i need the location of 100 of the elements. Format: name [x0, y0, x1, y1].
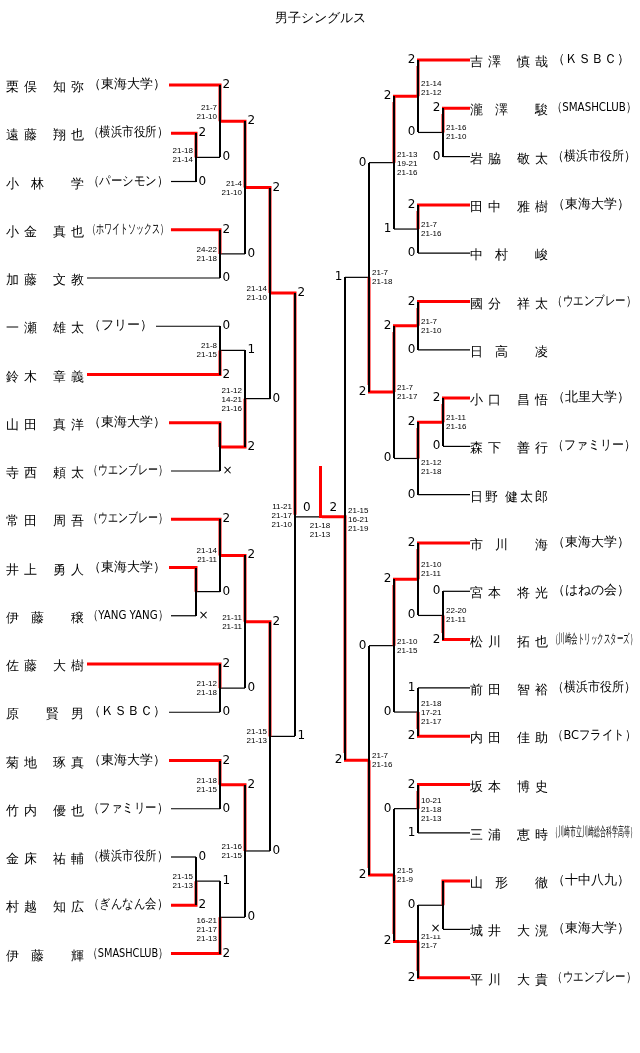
- game-count: 0: [197, 174, 208, 188]
- bracket-line: [416, 420, 443, 459]
- bracket-line: [245, 186, 272, 294]
- bracket-line: [244, 850, 271, 852]
- affiliation: （東海大学）: [88, 76, 166, 92]
- player-name: 岩脇 敬太: [470, 150, 548, 167]
- affiliation: （東海大学）: [552, 195, 630, 212]
- bracket-line: [343, 518, 369, 762]
- game-count: 2: [406, 197, 417, 211]
- match-score: 21-18 21-15: [195, 775, 217, 794]
- bracket-line: [367, 760, 394, 877]
- game-count: 1: [406, 825, 417, 839]
- affiliation: （ウエンブレー）: [88, 510, 168, 527]
- game-count: 0: [271, 843, 282, 857]
- bracket-line: [417, 494, 471, 496]
- game-count: 0: [431, 149, 442, 163]
- match-score: 21-12 21-18: [195, 679, 217, 698]
- game-count: 2: [406, 53, 417, 66]
- bracket-line: [416, 712, 470, 738]
- match-score: 21-18 21-13: [309, 520, 331, 539]
- match-score: 21-8 21-15: [195, 341, 217, 360]
- game-count: 2: [431, 632, 442, 646]
- affiliation: （横浜市役所）: [88, 848, 168, 864]
- champion-line: [319, 466, 322, 519]
- player-name: 鈴木 章義: [6, 368, 84, 385]
- affiliation: （横浜市役所）: [552, 678, 636, 695]
- bracket-line: [417, 832, 471, 834]
- affiliation: （YANG YANG）: [88, 606, 168, 623]
- affiliation: （十中八九）: [552, 872, 630, 889]
- bracket-line: [344, 276, 370, 278]
- game-count: 2: [406, 415, 417, 429]
- match-score: 21-14 21-10: [245, 284, 267, 303]
- bracket-line: [170, 856, 197, 858]
- player-name: 小口 昌悟: [470, 392, 548, 409]
- match-score: 21-10 21-15: [397, 636, 419, 655]
- game-count: 0: [221, 584, 232, 598]
- player-name: 三浦 恵時: [470, 826, 548, 843]
- affiliation: （ファミリー）: [88, 799, 168, 816]
- affiliation: （東海大学）: [88, 413, 166, 430]
- player-name: 國分 祥太: [470, 295, 548, 312]
- match-score: 21-18 21-14: [171, 146, 193, 165]
- affiliation: （ＫＳＢＣ）: [552, 51, 630, 67]
- player-name: 市川 海: [470, 537, 548, 553]
- player-name: 瀧澤 駿: [470, 102, 548, 119]
- bracket-line: [169, 421, 222, 447]
- bracket-line: [195, 591, 221, 593]
- bracket-line: [416, 541, 470, 580]
- player-name: 原 賢男: [6, 706, 84, 723]
- bracket-line: [87, 350, 222, 376]
- affiliation: （BCフライト）: [552, 727, 636, 744]
- player-name: 遠藤 翔也: [6, 127, 84, 144]
- bracket-line: [393, 457, 419, 460]
- game-count: 0: [357, 155, 368, 169]
- game-count: 0: [406, 487, 417, 501]
- game-count: 0: [302, 500, 312, 514]
- game-count: 2: [406, 777, 417, 791]
- affiliation: （ファミリー）: [552, 437, 636, 454]
- affiliation: （川崎市立川崎総合科学高等）: [552, 823, 637, 840]
- match-score: 10-21 21-18 21-13: [421, 795, 443, 823]
- player-name: 常田 周吾: [6, 513, 84, 530]
- game-count: 2: [221, 367, 232, 381]
- bracket-line: [170, 228, 222, 254]
- game-count: ×: [197, 608, 210, 622]
- bracket-line: [442, 445, 471, 447]
- bracket-line: [219, 349, 246, 351]
- bracket-line: [168, 711, 221, 713]
- match-score: 21-7 21-10: [421, 316, 443, 335]
- affiliation: （東海大学）: [88, 558, 166, 575]
- bracket-line: [155, 325, 221, 327]
- game-count: 2: [221, 657, 232, 670]
- affiliation: （SMASHCLUB）: [88, 944, 168, 961]
- bracket-line: [170, 180, 197, 183]
- bracket-line: [442, 590, 471, 592]
- game-count: 0: [246, 246, 257, 260]
- match-score: 21-7 21-17: [397, 383, 419, 402]
- game-count: 2: [271, 180, 282, 194]
- player-name: 日高 凌: [470, 343, 548, 360]
- bracket-line: [368, 162, 395, 164]
- match-score: 22-20 21-11: [446, 606, 468, 625]
- player-name: 森下 善行: [470, 440, 548, 457]
- match-score: 21-4 21-10: [220, 178, 242, 197]
- match-score: 21-7 21-16: [372, 751, 394, 770]
- bracket-line: [416, 783, 470, 809]
- game-count: ×: [429, 922, 442, 936]
- bracket-line: [171, 131, 198, 158]
- game-count: 2: [328, 500, 339, 514]
- player-name: 田中 雅樹: [470, 198, 548, 215]
- game-count: 2: [406, 536, 417, 549]
- affiliation: （ホワイトソックス）: [88, 220, 168, 237]
- bracket-line: [392, 875, 418, 943]
- player-name: 村越 知広: [6, 899, 84, 916]
- game-count: 2: [246, 777, 257, 791]
- player-name: 山田 真洋: [6, 416, 84, 433]
- player-name: 小林 学: [6, 175, 84, 192]
- game-count: 2: [382, 318, 393, 332]
- affiliation: （ウエンブレー）: [552, 292, 637, 309]
- player-name: 城井 大滉: [470, 923, 548, 940]
- game-count: 2: [382, 89, 393, 103]
- game-count: 0: [197, 850, 208, 863]
- match-score: 11-21 21-17 21-10: [270, 501, 292, 529]
